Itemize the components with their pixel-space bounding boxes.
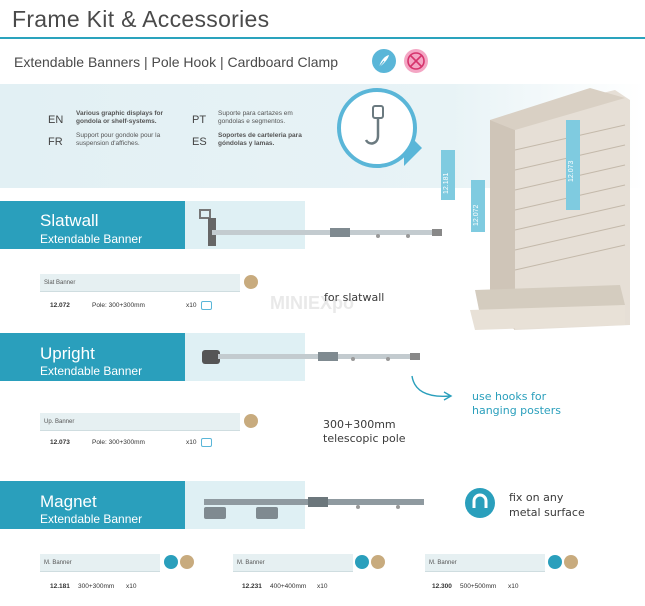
note-magnet-1: fix on any xyxy=(509,491,564,504)
slatwall-spec-label: Slat Banner xyxy=(44,280,76,286)
slatwall-code: 12.072 xyxy=(50,302,70,309)
magnet-spec-header-1 xyxy=(40,554,160,572)
magnet-spec-label-3: M. Banner xyxy=(429,560,457,566)
upright-qty: x10 xyxy=(186,439,197,446)
upright-code: 12.073 xyxy=(50,439,70,446)
slatwall-subtitle: Extendable Banner xyxy=(40,232,143,246)
hook-icon xyxy=(364,105,384,145)
ce-badge xyxy=(244,414,258,428)
upright-desc: Pole: 300+300mm xyxy=(92,439,145,446)
magnet-subtitle: Extendable Banner xyxy=(40,512,143,526)
magnet-badge xyxy=(164,555,178,569)
magnet-spec-label-1: M. Banner xyxy=(44,560,72,566)
page-subtitle: Extendable Banners | Pole Hook | Cardboa… xyxy=(14,54,339,70)
magnet-desc-3: 500+500mm xyxy=(460,583,497,590)
feather-icon xyxy=(372,49,396,73)
magnet-band xyxy=(0,481,185,529)
ce-badge xyxy=(564,555,578,569)
shelf-tag-2: 12.072 xyxy=(471,180,485,232)
magnet-spec-header-3 xyxy=(425,554,545,572)
magnet-spec-header-2 xyxy=(233,554,353,572)
upright-banner-image xyxy=(202,350,420,364)
note-telescopic-2: telescopic pole xyxy=(323,432,406,445)
upright-title: Upright xyxy=(40,344,95,363)
page-title: Frame Kit & Accessories xyxy=(12,6,270,32)
slatwall-desc: Pole: 300+300mm xyxy=(92,302,145,309)
slatwall-spec-header xyxy=(40,274,240,292)
magnet-desc-1: 300+300mm xyxy=(78,583,115,590)
magnet-badge xyxy=(355,555,369,569)
upright-subtitle: Extendable Banner xyxy=(40,364,143,378)
note-for-slatwall: for slatwall xyxy=(324,291,385,304)
magnet-code-3: 12.300 xyxy=(432,583,452,590)
slatwall-banner-image xyxy=(199,209,442,246)
upright-spec-label: Up. Banner xyxy=(44,419,75,425)
magnet-code-2: 12.231 xyxy=(242,583,262,590)
magnet-badge xyxy=(548,555,562,569)
pole-hook-illustration xyxy=(337,88,417,168)
shelf-tag-3: 12.073 xyxy=(566,120,580,210)
magnet-banner-image xyxy=(204,497,424,519)
slatwall-qty: x10 xyxy=(186,302,197,309)
ce-badge xyxy=(180,555,194,569)
magnet-qty-2: x10 xyxy=(317,583,328,590)
magnet-spec-label-2: M. Banner xyxy=(237,560,265,566)
ce-badge xyxy=(244,275,258,289)
upright-spec-header xyxy=(40,413,240,431)
lang-text-es: Soportes de carteleria para góndolas y l… xyxy=(218,132,302,147)
shelf-tag-1: 12.181 xyxy=(441,150,455,200)
upright-band xyxy=(0,333,185,381)
slatwall-title: Slatwall xyxy=(40,211,99,230)
magnet-desc-2: 400+400mm xyxy=(270,583,307,590)
lang-code-pt: PT xyxy=(192,114,207,126)
ce-badge xyxy=(371,555,385,569)
note-hooks-2: hanging posters xyxy=(472,404,561,417)
box-icon xyxy=(201,438,212,447)
lang-text-en: Various graphic displays for gondola or … xyxy=(76,110,164,125)
note-telescopic-1: 300+300mm xyxy=(323,418,396,431)
watermark: MINIEXpo xyxy=(270,293,354,313)
gondola-illustration xyxy=(470,88,630,330)
lang-text-fr: Support pour gondole pour la suspension … xyxy=(76,132,161,147)
magnet-title: Magnet xyxy=(40,492,97,511)
magnet-qty-1: x10 xyxy=(126,583,137,590)
title-divider xyxy=(0,37,645,39)
magnet-code-1: 12.181 xyxy=(50,583,70,590)
note-hooks-1: use hooks for xyxy=(472,390,547,403)
lang-code-es: ES xyxy=(192,136,207,148)
arrow-to-hooks xyxy=(411,375,453,401)
magnet-icon xyxy=(465,488,495,518)
box-icon xyxy=(201,301,212,310)
slatwall-band xyxy=(0,201,185,249)
lang-text-pt: Suporte para cartazes em gondolas e segm… xyxy=(218,110,293,125)
no-tools-icon xyxy=(404,49,428,73)
note-magnet-2: metal surface xyxy=(509,506,585,519)
lang-code-fr: FR xyxy=(48,136,63,148)
magnet-qty-3: x10 xyxy=(508,583,519,590)
lang-code-en: EN xyxy=(48,114,64,126)
